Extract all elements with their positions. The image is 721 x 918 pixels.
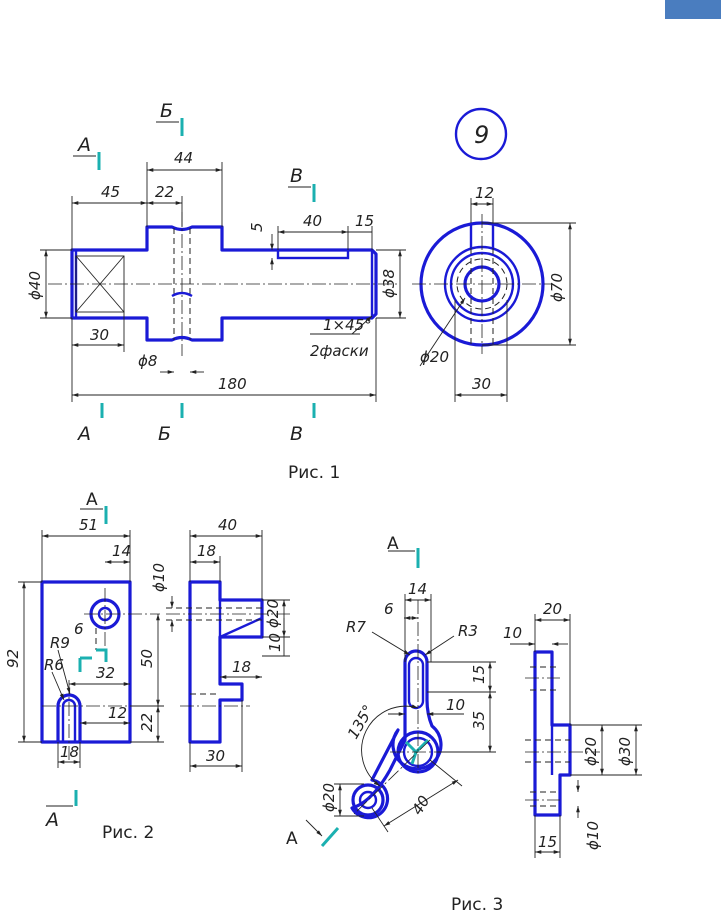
fig2-side-dim-10: 10 <box>266 633 284 652</box>
fig1-dimension-lines <box>40 162 406 402</box>
figure-2-caption: Рис. 2 <box>102 823 154 843</box>
fig2-dim-32: 32 <box>96 664 115 682</box>
dim-30: 30 <box>90 326 109 344</box>
section-letter-a-top: А <box>76 134 91 156</box>
figure-1-caption: Рис. 1 <box>288 463 340 483</box>
section-letter-b-bottom: Б <box>158 423 171 445</box>
variant-number: 9 <box>474 121 489 149</box>
dim-40: 40 <box>303 212 322 230</box>
fig2-dim-r9: R9 <box>50 634 70 652</box>
dim-phi38: ϕ38 <box>380 269 398 298</box>
fig3-side-dim-phi10: ϕ10 <box>584 821 602 850</box>
fig3-side-dim-20: 20 <box>543 600 562 618</box>
fig3-dim-14: 14 <box>408 580 427 598</box>
section-letter-a-fig2-top: А <box>86 490 98 510</box>
lever-front-view <box>334 594 496 833</box>
dim-5: 5 <box>248 222 266 232</box>
fig3-dim-35: 35 <box>470 711 488 730</box>
fig3-dim-r7: R7 <box>346 618 366 636</box>
bracket-side-view <box>166 530 292 772</box>
figure-3-caption: Рис. 3 <box>451 895 503 915</box>
fig2-dim-12: 12 <box>108 704 127 722</box>
fig2-side-dim-phi20: ϕ20 <box>264 599 282 628</box>
fig3-dim-phi20: ϕ20 <box>320 783 338 812</box>
fig2-dim-22: 22 <box>138 713 156 732</box>
fig2-dim-6: 6 <box>74 620 84 638</box>
section-letter-a-fig3-bottom: А <box>286 829 298 849</box>
section-letter-a-fig2-bottom: А <box>44 809 59 831</box>
dim-12-end: 12 <box>475 184 494 202</box>
dim-30-end: 30 <box>472 375 491 393</box>
fig3-side-dim-15: 15 <box>538 833 557 851</box>
fig2-dim-14: 14 <box>112 542 131 560</box>
dim-phi8: ϕ8 <box>138 352 157 370</box>
fig3-dim-6: 6 <box>384 600 394 618</box>
section-letter-b-top: Б <box>160 100 173 122</box>
fig1-end-view <box>412 198 576 402</box>
dim-chamfer: 1×45° <box>323 316 372 334</box>
bracket-front-outline <box>40 580 132 744</box>
figure-3-lever: А А <box>286 534 642 915</box>
fig2-dimension-lines <box>18 530 164 768</box>
dim-180: 180 <box>218 375 247 393</box>
dim-15: 15 <box>355 212 374 230</box>
fig3-dim-r3: R3 <box>458 622 478 640</box>
dim-phi70: ϕ70 <box>548 273 566 302</box>
dim-45: 45 <box>101 183 120 201</box>
fig2-dim-18: 18 <box>60 743 79 761</box>
dim-44: 44 <box>174 149 193 167</box>
fig3-dim-15: 15 <box>470 665 488 684</box>
fig3-side-dim-phi20: ϕ20 <box>582 737 600 766</box>
section-letter-v-top: В <box>290 165 303 187</box>
fig2-side-dim-40: 40 <box>218 516 237 534</box>
fig2-dim-r6: R6 <box>44 656 64 674</box>
section-letter-a-fig3-top: А <box>387 534 399 554</box>
lever-side-view <box>510 614 642 858</box>
dim-phi40: ϕ40 <box>26 271 44 300</box>
dim-22: 22 <box>155 183 174 201</box>
fig3-side-dim-phi30: ϕ30 <box>616 737 634 766</box>
figure-2-bracket: А А <box>4 490 292 843</box>
variant-badge <box>454 107 508 161</box>
fig2-dim-92: 92 <box>4 649 22 668</box>
fig3-dim-40: 40 <box>408 792 433 818</box>
header-accent-bar <box>665 0 721 19</box>
fig3-dim-10: 10 <box>446 696 465 714</box>
section-letter-a-bottom: А <box>76 423 91 445</box>
fig2-side-dim-18: 18 <box>197 542 216 560</box>
section-marks-fig1 <box>73 118 316 418</box>
fig3-side-dim-10: 10 <box>503 624 522 642</box>
fig2-side-dim-phi10: ϕ10 <box>150 563 168 592</box>
dim-chamfer-note: 2фаски <box>310 342 369 360</box>
fig2-dim-50: 50 <box>138 649 156 668</box>
section-letter-v-bottom: В <box>290 423 303 445</box>
fig2-side-dim-18b: 18 <box>232 658 251 676</box>
dim-phi20-end: ϕ20 <box>420 348 449 366</box>
fig2-side-dim-30: 30 <box>206 747 225 765</box>
fig2-dim-51: 51 <box>79 516 98 534</box>
fig3-dim-135deg: 135° <box>344 702 378 742</box>
figure-1-shaft: А Б В А Б В <box>26 100 576 483</box>
